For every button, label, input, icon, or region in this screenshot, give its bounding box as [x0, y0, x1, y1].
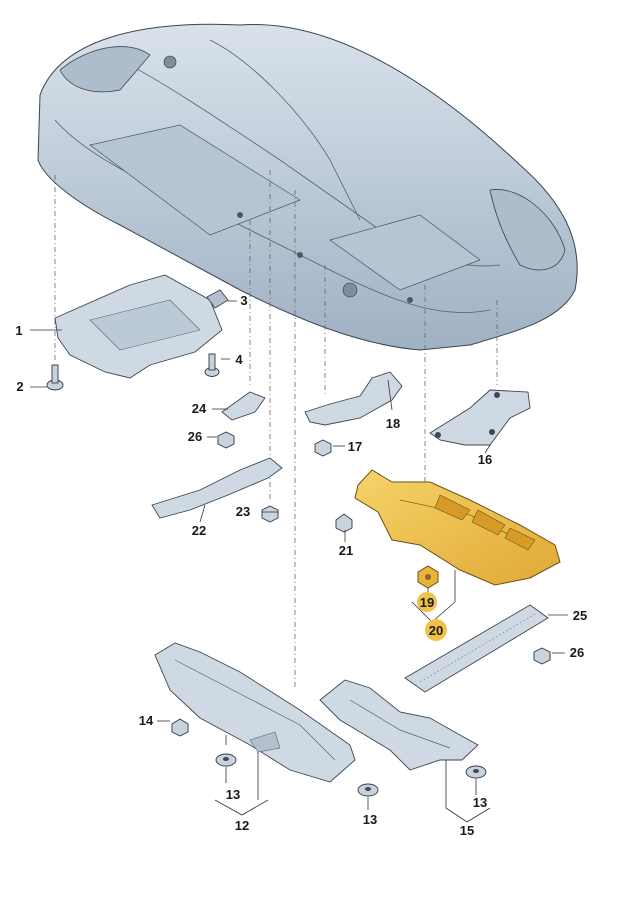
callout-22: 22: [192, 523, 206, 538]
callout-19-highlight: [417, 592, 437, 612]
callout-26-left: 26: [188, 429, 202, 444]
part-24-bracket: [221, 391, 266, 421]
callout-25: 25: [573, 608, 587, 623]
part-13-washer-c: [465, 765, 487, 779]
part-19-nut-highlighted: [417, 565, 439, 589]
callout-26-right: 26: [570, 645, 584, 660]
part-22-rail: [151, 457, 283, 519]
callout-19: 19: [420, 595, 434, 610]
callout-16: 16: [478, 452, 492, 467]
part-4-bolt: [204, 353, 220, 377]
part-18-bracket: [304, 371, 403, 426]
reference-lines: [54, 170, 498, 690]
part-13-washer-b: [357, 783, 379, 797]
part-2-bolt: [46, 364, 64, 391]
part-12-side-panel: [154, 642, 356, 783]
car-body: [37, 23, 578, 351]
part-16-plate: [429, 389, 531, 446]
callout-1: 1: [15, 323, 22, 338]
callout-13-c: 13: [473, 795, 487, 810]
callout-13-b: 13: [363, 812, 377, 827]
part-23-nut: [261, 505, 279, 523]
callout-leaders: [30, 300, 568, 823]
callout-14: 14: [139, 713, 154, 728]
part-3-clip: [206, 289, 229, 309]
callout-18: 18: [386, 416, 400, 431]
part-20-heat-shield-highlighted: [354, 469, 561, 586]
callout-20-highlight: [425, 619, 447, 641]
callout-labels: 1 2 3 4 24 26 17 18 16 22 23 21 19 20 25…: [15, 293, 587, 838]
part-15-rear-panel: [319, 679, 479, 771]
part-26-nut-right: [533, 647, 551, 665]
callout-2: 2: [16, 379, 23, 394]
part-1-undertray: [54, 274, 223, 379]
callout-12: 12: [235, 818, 249, 833]
callout-24: 24: [192, 401, 207, 416]
part-26-nut-left: [217, 431, 235, 449]
part-17-nut: [314, 439, 332, 457]
callout-15: 15: [460, 823, 474, 838]
callout-3: 3: [240, 293, 247, 308]
part-13-washer-a: [215, 753, 237, 767]
callout-23: 23: [236, 504, 250, 519]
part-14-nut: [171, 718, 189, 737]
callout-21: 21: [339, 543, 353, 558]
part-21-nut: [335, 513, 353, 533]
callout-4: 4: [235, 352, 243, 367]
part-25-strip: [404, 604, 549, 693]
callout-17: 17: [348, 439, 362, 454]
callout-13-a: 13: [226, 787, 240, 802]
callout-20: 20: [429, 623, 443, 638]
